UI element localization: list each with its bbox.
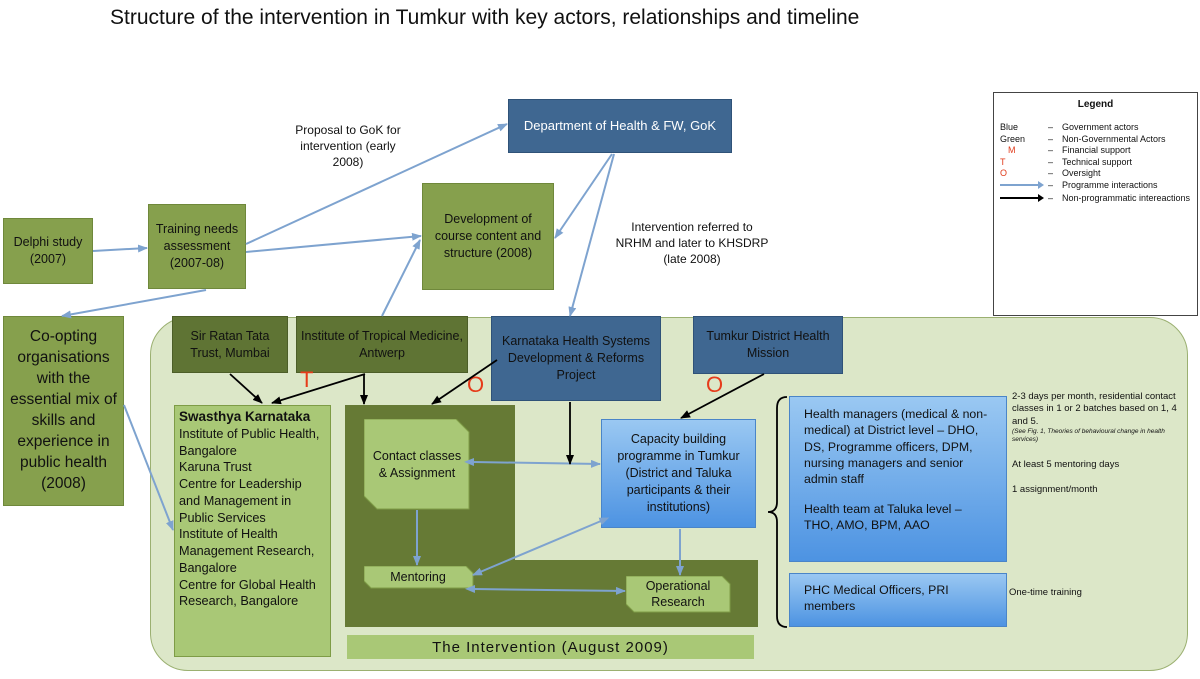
mentoring-days-note: At least 5 mentoring days [1012, 459, 1120, 470]
health-managers-label: Health managers (medical & non-medical) … [804, 407, 988, 487]
legend-dash: – [1048, 156, 1054, 167]
swasthya-heading: Swasthya Karnataka [179, 409, 311, 424]
legend-text: Technical support [1062, 156, 1133, 167]
legend-key: O [1000, 168, 1008, 178]
capacity-building-node: Capacity building programme in Tumkur (D… [601, 419, 756, 528]
swasthya-member: Institute of Health Management Research,… [179, 527, 315, 575]
training-needs-node: Training needs assessment (2007-08) [148, 204, 246, 289]
residential-text: 2-3 days per month, residential contact … [1012, 391, 1177, 427]
legend-key: Green [1000, 133, 1026, 144]
sir-ratan-tata-label: Sir Ratan Tata Trust, Mumbai [190, 328, 270, 360]
legend-row: Green – Non-Governmental Actors [1000, 134, 1191, 144]
oversight-marker-khsdrp: O [467, 372, 485, 397]
tumkur-mission-node: Tumkur District Health Mission [693, 316, 843, 374]
delphi-study-node: Delphi study (2007) [3, 218, 93, 284]
legend-key: Blue [1000, 122, 1019, 132]
legend-text: Programme interactions [1062, 179, 1158, 190]
legend-key: T [1000, 156, 1006, 167]
swasthya-member: Institute of Public Health, Bangalore [179, 426, 320, 458]
health-managers-node: Health managers (medical & non-medical) … [789, 396, 1007, 562]
legend-key: M [1008, 145, 1016, 155]
arrow-dept-course [554, 153, 613, 239]
legend-text: Oversight [1062, 168, 1101, 178]
residential-small-text: (See Fig. 1, Theories of behavioural cha… [1012, 428, 1165, 443]
dept-health-node: Department of Health & FW, GoK [508, 99, 732, 153]
swasthya-member: Centre for Global Health Research, Banga… [179, 577, 316, 609]
swasthya-member: Karuna Trust [179, 460, 252, 475]
proposal-annotation: Proposal to GoK for intervention (early … [295, 123, 401, 170]
legend-title: Legend [1077, 99, 1114, 110]
health-team-label: Health team at Taluka level – THO, AMO, … [804, 501, 962, 533]
itm-antwerp-node: Institute of Tropical Medicine, Antwerp [296, 316, 468, 373]
legend-dash: – [1048, 145, 1054, 155]
dept-health-label: Department of Health & FW, GoK [523, 118, 717, 134]
legend-text: Non-Governmental Actors [1062, 133, 1166, 144]
referred-annotation: Intervention referred to NRHM and later … [615, 220, 769, 267]
legend-dash: – [1048, 179, 1054, 190]
legend-row: – Programme interactions [1000, 180, 1191, 192]
contact-classes-node: Contact classes & Assignment [366, 430, 468, 500]
arrow-dept-khsdrp [568, 153, 615, 317]
diagram-title: Structure of the intervention in Tumkur … [110, 6, 860, 29]
legend-dash: – [1048, 133, 1054, 144]
arrow-itm-course [381, 239, 421, 317]
intervention-banner: The Intervention (August 2009) [347, 635, 754, 659]
tumkur-mission-label: Tumkur District Health Mission [706, 329, 830, 360]
legend-row: Blue – Government actors [1000, 122, 1191, 132]
one-time-training-note: One-time training [1009, 587, 1082, 598]
coopting-organisations-label: Co-opting organisations with the essenti… [10, 328, 117, 492]
itm-antwerp-label: Institute of Tropical Medicine, Antwerp [301, 328, 463, 360]
course-development-label: Development of course content and struct… [434, 212, 542, 260]
legend-text: Government actors [1062, 122, 1139, 132]
contact-classes-label: Contact classes & Assignment [372, 449, 462, 480]
operational-research-node: Operational Research [628, 576, 728, 613]
swasthya-member: Centre for Leadership and Management in … [179, 477, 302, 525]
khsdrp-label: Karnataka Health Systems Development & R… [502, 334, 650, 382]
sir-ratan-tata-node: Sir Ratan Tata Trust, Mumbai [172, 316, 288, 373]
legend-text: Non-programmatic intereactions [1062, 193, 1191, 203]
legend-text: Financial support [1062, 145, 1131, 155]
legend-row: M – Financial support [1000, 145, 1191, 155]
capacity-building-label: Capacity building programme in Tumkur (D… [617, 432, 740, 514]
legend-dash: – [1048, 168, 1054, 178]
legend-row: T – Technical support [1000, 157, 1191, 167]
oversight-marker-mission: O [706, 372, 724, 397]
coopting-organisations-node: Co-opting organisations with the essenti… [3, 316, 124, 506]
technical-support-marker: T [300, 367, 314, 392]
arrow-training-course [245, 232, 422, 253]
operational-research-label: Operational Research [645, 578, 711, 609]
training-needs-label: Training needs assessment (2007-08) [155, 222, 239, 270]
delphi-study-label: Delphi study (2007) [13, 235, 83, 266]
khsdrp-node: Karnataka Health Systems Development & R… [491, 316, 661, 401]
legend-dash: – [1048, 193, 1054, 203]
swasthya-karnataka-box: Swasthya Karnataka Institute of Public H… [174, 405, 331, 657]
phc-officers-label: PHC Medical Officers, PRI members [804, 583, 949, 614]
operational-research-shape [626, 576, 731, 613]
mentoring-label: Mentoring [390, 570, 446, 585]
residential-note: 2-3 days per month, residential contact … [1012, 391, 1187, 444]
mentoring-node: Mentoring [366, 566, 470, 589]
legend-row: O – Oversight [1000, 168, 1191, 178]
legend-nonprogramme-arrow [1000, 193, 1048, 205]
legend-dash: – [1048, 122, 1054, 132]
arrow-delphi-training [92, 244, 148, 253]
contact-classes-shape [364, 419, 470, 510]
course-development-node: Development of course content and struct… [422, 183, 554, 290]
legend-row: – Non-programmatic intereactions [1000, 193, 1191, 205]
legend-box: Legend Blue – Government actors Green – … [993, 92, 1198, 316]
arrow-training-coopting [61, 289, 207, 319]
phc-officers-node: PHC Medical Officers, PRI members [789, 573, 1007, 627]
legend-programme-arrow [1000, 180, 1048, 192]
assignment-note: 1 assignment/month [1012, 484, 1098, 495]
